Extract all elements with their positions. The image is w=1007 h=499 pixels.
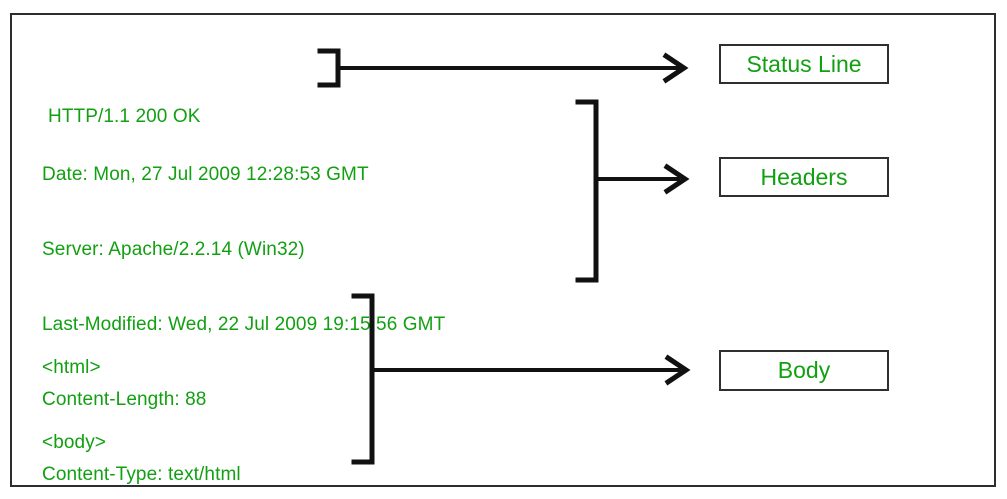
header-line: Date: Mon, 27 Jul 2009 12:28:53 GMT	[42, 164, 369, 185]
status-line-text: HTTP/1.1 200 OK	[48, 54, 201, 179]
headers-connector	[574, 96, 696, 286]
header-line: Last-Modified: Wed, 22 Jul 2009 19:15:56…	[42, 314, 446, 335]
body-line: <html>	[42, 357, 101, 378]
label-box-headers-text: Headers	[760, 163, 848, 190]
bracket-arrow-right-icon	[317, 48, 689, 88]
status-line-text-line: HTTP/1.1 200 OK	[48, 106, 201, 127]
bracket-arrow-right-icon	[351, 293, 691, 465]
label-box-status-line-text: Status Line	[746, 50, 862, 77]
label-box-headers[interactable]: Headers	[719, 157, 889, 197]
label-box-body[interactable]: Body	[719, 350, 889, 391]
diagram-frame	[10, 13, 996, 487]
headers-text: Date: Mon, 27 Jul 2009 12:28:53 GMT Serv…	[42, 112, 445, 499]
status-line-connector	[316, 44, 696, 92]
body-text: <html> <body> <h1>Hello, World!</h1> </b…	[42, 305, 245, 499]
label-box-status-line[interactable]: Status Line	[719, 44, 889, 84]
header-line: Server: Apache/2.2.14 (Win32)	[42, 239, 305, 260]
label-box-body-text: Body	[777, 357, 831, 383]
header-line: Content-Type: text/html	[42, 464, 241, 485]
bracket-arrow-right-icon	[575, 99, 690, 283]
body-connector	[349, 290, 697, 468]
body-line: <body>	[42, 432, 106, 453]
header-line: Content-Length: 88	[42, 389, 207, 410]
